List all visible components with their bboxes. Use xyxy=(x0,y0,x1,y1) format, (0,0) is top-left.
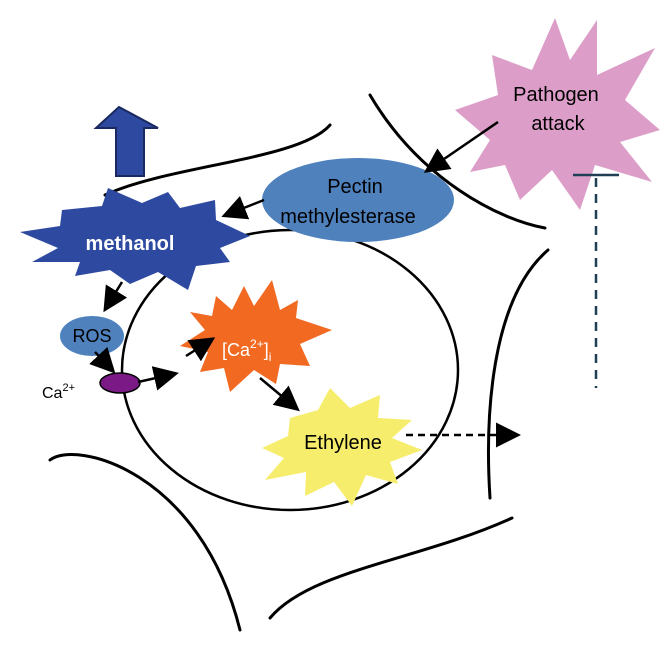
ethylene-star xyxy=(262,388,422,506)
arrow-into-calcium-star xyxy=(185,337,216,362)
inhibition-symbol xyxy=(573,173,619,388)
cell-wall-top-left xyxy=(103,123,332,197)
arrow-channel-to-cytosol xyxy=(137,366,179,391)
methanol-label: methanol xyxy=(86,233,175,255)
arrow-methanol-to-ros xyxy=(103,281,128,313)
pathogen-label-line1: Pathogen xyxy=(513,84,599,106)
cell-wall-bottom-left xyxy=(48,453,242,632)
calcium-star xyxy=(180,280,332,392)
arrow-calcium-to-ethylene xyxy=(259,377,300,412)
ethylene-label: Ethylene xyxy=(304,432,382,454)
signal-arrows xyxy=(89,120,499,412)
cell-wall-right xyxy=(487,248,550,500)
cell-wall-bottom-right xyxy=(268,516,514,620)
nucleus-outline xyxy=(120,228,460,512)
ros-label: ROS xyxy=(72,326,111,346)
pectin-label-line1: Pectin xyxy=(327,176,383,198)
up-arrow-icon xyxy=(93,105,159,177)
calcium-channel xyxy=(99,372,141,394)
pathogen-star xyxy=(455,18,660,210)
ros-ellipse xyxy=(60,316,124,356)
ca-ion-label: Ca2+ xyxy=(42,382,75,402)
arrow-pectin-to-methanol xyxy=(221,196,265,220)
arrow-pathogen-to-pectin xyxy=(423,120,499,173)
methanol-star xyxy=(20,188,250,290)
calcium-intracellular-label: [Ca2+]i xyxy=(222,337,271,364)
pathogen-label-line2: attack xyxy=(531,113,585,135)
pectin-methylesterase-ellipse xyxy=(262,158,454,242)
cell-wall-top-middle xyxy=(368,93,547,230)
arrow-ros-to-channel xyxy=(89,346,116,374)
cell-wall-lines xyxy=(48,93,550,632)
pectin-label-line2: methylesterase xyxy=(280,206,416,228)
